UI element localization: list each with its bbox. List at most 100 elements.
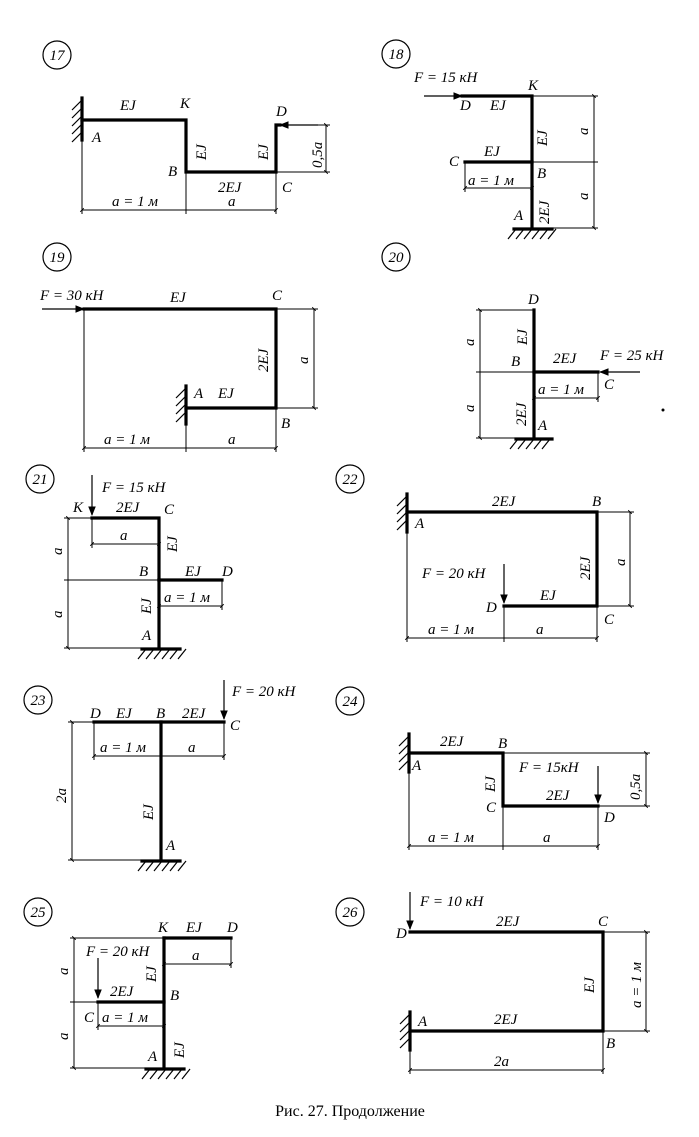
force-label: F = 15кН — [518, 760, 580, 776]
stiffness-label: EJ — [535, 129, 551, 147]
problem-25: 25 K D B C A EJ EJ 2EJ EJ F = 20 кН a a … — [23, 897, 238, 1080]
force-label: F = 20 кН — [85, 944, 151, 960]
joint-label: C — [598, 914, 609, 930]
dimension-label: a — [228, 432, 236, 448]
stiffness-label: 2EJ — [116, 500, 141, 516]
dimension-label: a — [536, 622, 544, 638]
force-label: F = 30 кН — [39, 288, 105, 304]
force-label: F = 20 кН — [421, 566, 487, 582]
fixed-support — [137, 859, 187, 872]
problem-21: 21 F = 15 кН K C B D A 2EJ EJ EJ EJ a a … — [25, 464, 233, 660]
problem-number: 24 — [343, 694, 359, 710]
stiffness-label: EJ — [115, 706, 133, 722]
joint-label: C — [604, 377, 615, 393]
joint-label: C — [604, 612, 615, 628]
problem-number: 26 — [343, 905, 359, 921]
problem-24: 24 B A C D 2EJ EJ 2EJ F = 15кН 0,5a a = … — [335, 686, 650, 850]
problem-18: 18 F = 15 кН D K C B A EJ EJ EJ 2EJ a = … — [381, 39, 598, 240]
problem-number-circle — [42, 40, 72, 70]
joint-label: B — [537, 166, 546, 182]
joint-label: B — [511, 354, 520, 370]
force-label: F = 25 кН — [599, 348, 665, 364]
joint-label: D — [226, 920, 238, 936]
joint-label: B — [281, 416, 290, 432]
joint-label: K — [179, 96, 191, 112]
joint-label: C — [230, 718, 241, 734]
frame-members — [408, 930, 605, 1033]
problem-17: 17 A K B C D EJ EJ 2EJ EJ a = 1 м a 0,5a — [42, 40, 330, 214]
dimension-label: a — [56, 968, 72, 976]
figure-caption: Рис. 27. Продолжение — [275, 1103, 425, 1120]
force-label: F = 20 кН — [231, 684, 297, 700]
joint-label: A — [513, 208, 524, 224]
speck — [661, 408, 665, 412]
joint-label: K — [157, 920, 169, 936]
joint-label: D — [89, 706, 101, 722]
dimension-label: a — [120, 528, 128, 544]
stiffness-label: 2EJ — [182, 706, 207, 722]
joint-label: A — [91, 130, 102, 146]
force-label: F = 10 кН — [419, 894, 485, 910]
dimension-label: 0,5a — [628, 774, 644, 800]
joint-label: C — [282, 180, 293, 196]
frame-members — [407, 751, 600, 808]
joint-label: D — [603, 810, 615, 826]
fixed-support — [507, 227, 557, 240]
joint-label: B — [498, 736, 507, 752]
frame-members — [405, 510, 599, 608]
problem-23: 23 D B C A EJ 2EJ EJ F = 20 кН a = 1 м a… — [23, 680, 297, 872]
dimension-label: a — [192, 948, 200, 964]
problem-number: 22 — [343, 472, 359, 488]
stiffness-label: EJ — [217, 386, 235, 402]
joint-label: B — [139, 564, 148, 580]
dimension-label: a — [576, 128, 592, 136]
joint-label: B — [170, 988, 179, 1004]
stiffness-label: 2EJ — [218, 180, 243, 196]
joint-label: D — [221, 564, 233, 580]
joint-label: A — [411, 758, 422, 774]
dimension-label: a — [613, 559, 629, 567]
stiffness-label: EJ — [165, 535, 181, 553]
force-label: F = 15 кН — [101, 480, 167, 496]
dimension-label: a = 1 м — [102, 1010, 148, 1026]
dimension-label: a = 1 м — [468, 173, 514, 189]
joint-label: K — [72, 500, 84, 516]
stiffness-label: EJ — [256, 143, 272, 161]
joint-label: B — [156, 706, 165, 722]
joint-label: A — [165, 838, 176, 854]
stiffness-label: 2EJ — [514, 401, 530, 426]
stiffness-label: EJ — [515, 328, 531, 346]
stiffness-label: EJ — [539, 588, 557, 604]
problem-number: 23 — [31, 693, 46, 709]
joint-label: B — [592, 494, 601, 510]
stiffness-label: 2EJ — [492, 494, 517, 510]
fixed-support — [175, 384, 188, 426]
dimension-label: a = 1 м — [100, 740, 146, 756]
fixed-support — [509, 437, 554, 450]
stiffness-label: 2EJ — [546, 788, 571, 804]
problem-26: 26 F = 10 кН D C A B 2EJ EJ 2EJ a = 1 м … — [335, 892, 650, 1074]
fixed-support — [137, 647, 187, 660]
joint-label: A — [417, 1014, 428, 1030]
stiffness-label: EJ — [139, 597, 155, 615]
joint-label: A — [414, 516, 425, 532]
stiffness-label: EJ — [489, 98, 507, 114]
joint-label: A — [147, 1049, 158, 1065]
joint-label: D — [459, 98, 471, 114]
problem-number: 18 — [389, 47, 405, 63]
stiffness-label: EJ — [119, 98, 137, 114]
frame-members — [80, 118, 282, 174]
stiffness-label: EJ — [483, 144, 501, 160]
frame-members — [82, 307, 278, 410]
dimension-label: a — [50, 611, 66, 619]
stiffness-label: 2EJ — [553, 351, 578, 367]
joint-label: A — [537, 418, 548, 434]
joint-label: C — [164, 502, 175, 518]
dimension-label: a — [462, 339, 478, 347]
stiffness-label: EJ — [194, 143, 210, 161]
dimension-label: a — [543, 830, 551, 846]
stiffness-label: EJ — [184, 564, 202, 580]
joint-label: K — [527, 78, 539, 94]
dimension-label: a — [188, 740, 196, 756]
